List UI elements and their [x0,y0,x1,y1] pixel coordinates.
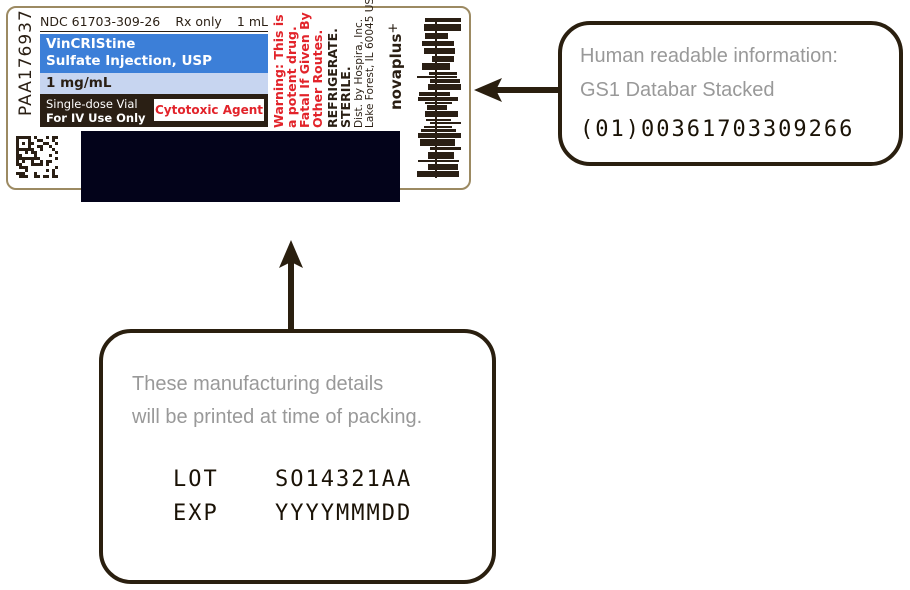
warning-line: Other Routes. [310,29,325,128]
sterile: STERILE. [338,66,353,128]
ndc-line: NDC 61703-309-26 Rx only 1 mL [40,14,268,32]
dist-line: Lake Forest, IL 60045 USA [364,0,376,128]
route: For IV Use Only [46,111,146,125]
drug-name-line1: VinCRIStine [46,36,136,52]
ndc-number: NDC 61703-309-26 [40,14,161,29]
volume: 1 mL [236,14,268,29]
callout-line: Human readable information: [580,45,838,67]
drug-name-line2: Sulfate Injection, USP [46,53,213,69]
novaplus-logo: novaplus+ [386,23,405,110]
callout-line: These manufacturing details [132,373,384,395]
vial-type: Single-dose Vial [46,97,138,111]
exp-label: EXP [173,501,219,526]
lot-value: SO14321AA [275,467,413,492]
lot-label: LOT [173,467,219,492]
callout-line: will be printed at time of packing. [132,406,423,428]
arrow-up-icon [279,240,303,332]
callout-line: GS1 Databar Stacked [580,79,775,101]
exp-value: YYYYMMMDD [275,501,413,526]
rx-only: Rx only [175,14,222,29]
redacted-area [81,131,400,202]
manufacturing-callout: These manufacturing details will be prin… [99,329,496,584]
gs1-databar-barcode [417,18,461,178]
cytotoxic-badge: Cytotoxic Agent [154,99,264,121]
arrow-left-icon [474,78,560,102]
drug-name-band: VinCRIStine Sulfate Injection, USP [40,34,268,73]
lot-code: PAA176937 [16,9,36,116]
warning-text: Warning: This is a potent drug. Fatal If… [271,12,325,128]
brand-name: novaplus [387,33,405,110]
strength-band: 1 mg/mL [40,73,268,94]
storage-text: REFRIGERATE. STERILE. [325,28,353,128]
brand-mark: + [386,22,401,34]
barcode-callout: Human readable information: GS1 Databar … [558,21,903,166]
distributor-text: Dist. by Hospira, Inc. Lake Forest, IL 6… [353,0,376,128]
gtin-code: (01)00361703309266 [580,117,855,142]
qr-code [16,136,58,178]
